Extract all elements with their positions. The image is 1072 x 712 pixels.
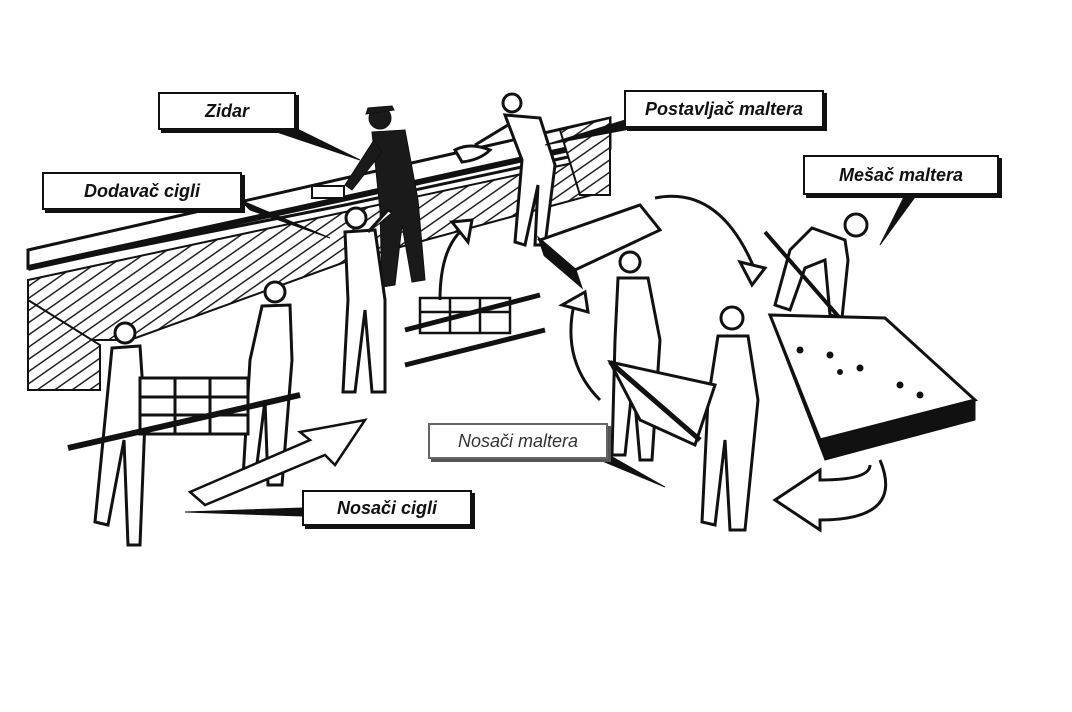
brick-carriers-group	[67, 280, 301, 547]
brick-pallet-cart-upper	[404, 292, 546, 368]
label-mesac-maltera: Mešač maltera	[803, 155, 999, 195]
bricklayer-figure	[311, 105, 426, 288]
mortar-trough-upper	[536, 203, 663, 290]
label-dodavac-cigli: Dodavač cigli	[42, 172, 242, 210]
mortar-setter-figure	[452, 92, 557, 247]
label-postavljac-maltera: Postavljač maltera	[624, 90, 824, 128]
return-arrow-mortar	[558, 289, 602, 402]
arrow-to-mixer	[654, 194, 768, 288]
brick-path-arrow	[187, 418, 368, 507]
mortar-mixing-box	[767, 313, 979, 461]
mortar-carriers-group	[607, 250, 760, 532]
label-nosaci-maltera: Nosači maltera	[428, 423, 608, 459]
return-arrow-wall	[438, 218, 474, 301]
mixer-cycle-arrow	[772, 459, 888, 533]
label-nosaci-cigli: Nosači cigli	[302, 490, 472, 526]
brick-handler-figure	[341, 206, 393, 394]
mortar-mixer-figure	[763, 212, 887, 372]
label-zidar: Zidar	[158, 92, 296, 130]
